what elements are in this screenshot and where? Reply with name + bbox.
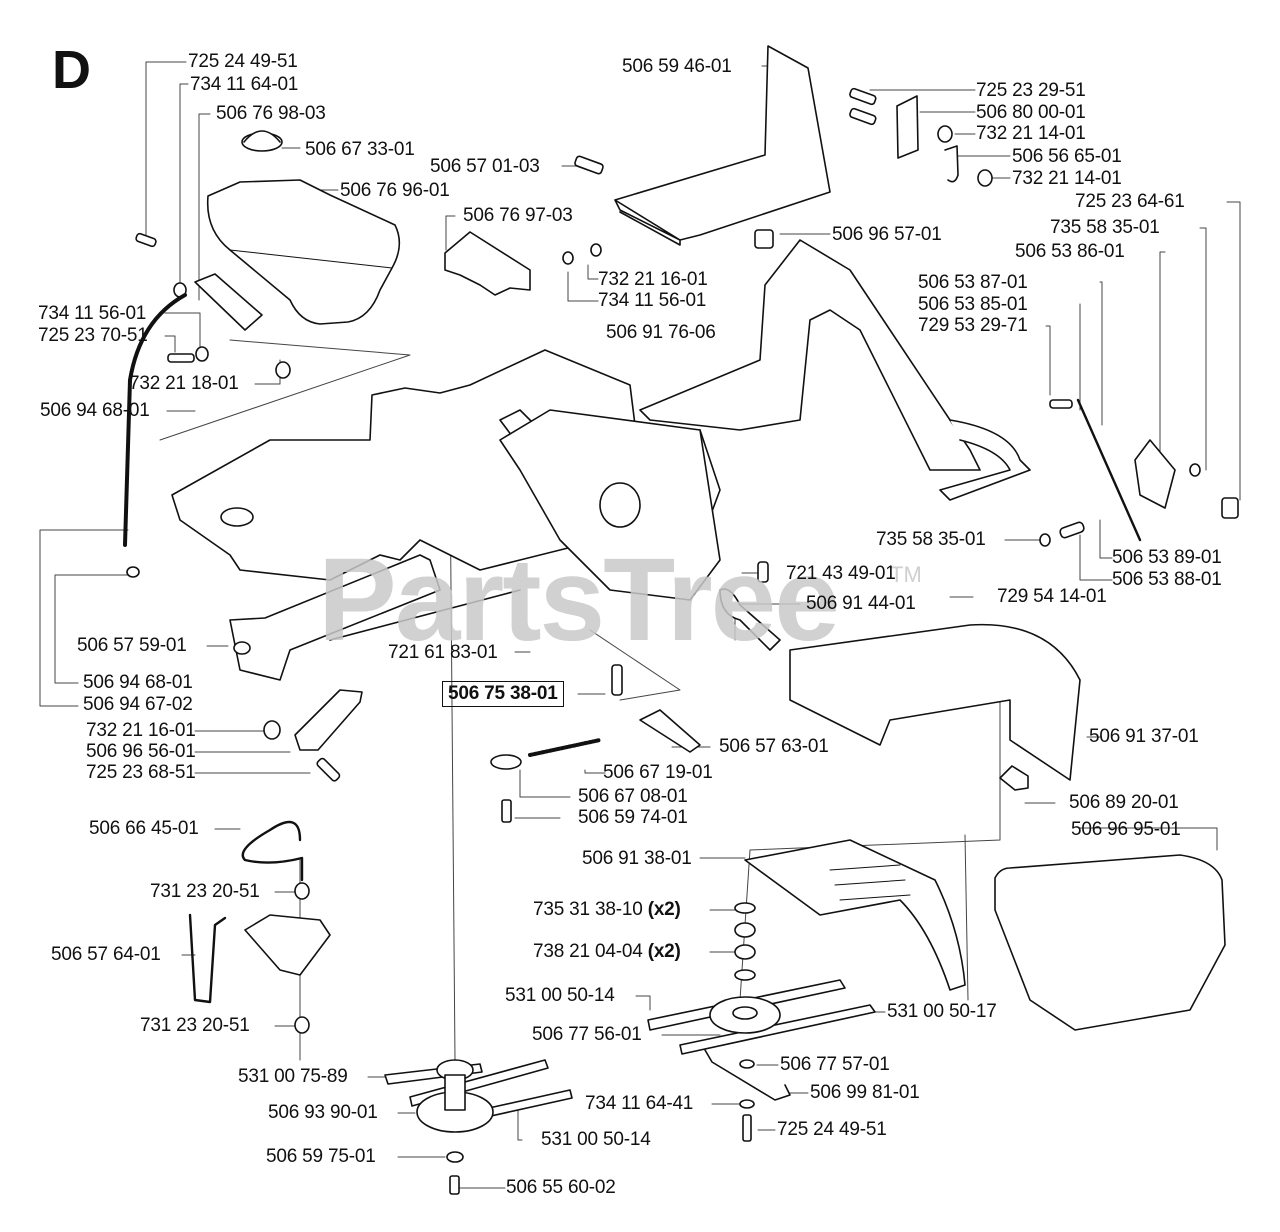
- part-label[interactable]: 506 53 86-01: [1015, 241, 1125, 262]
- grass-deflector-drawing: [744, 839, 966, 991]
- part-label[interactable]: 506 80 00-01: [976, 102, 1086, 123]
- part-label[interactable]: 732 21 16-01: [598, 269, 708, 290]
- part-label[interactable]: 734 11 64-41: [585, 1093, 694, 1114]
- part-label[interactable]: 506 96 95-01: [1071, 819, 1181, 840]
- tank-bracket-hardware: [135, 232, 291, 379]
- part-label[interactable]: 531 00 50-14: [541, 1129, 651, 1150]
- part-label[interactable]: 506 93 90-01: [268, 1102, 378, 1123]
- part-number: 738 21 04-04: [533, 941, 643, 962]
- part-label[interactable]: 506 91 37-01: [1089, 726, 1199, 747]
- part-label-highlighted[interactable]: 506 75 38-01: [442, 681, 564, 707]
- part-label[interactable]: 506 91 44-01: [806, 593, 916, 614]
- fuel-tank-drawing: [206, 130, 401, 325]
- part-label[interactable]: 506 77 56-01: [532, 1024, 642, 1045]
- part-label[interactable]: 506 53 85-01: [918, 294, 1028, 315]
- quantity: (x2): [647, 899, 681, 920]
- right-linkage: [1039, 398, 1239, 547]
- part-label[interactable]: 506 57 64-01: [51, 944, 161, 965]
- right-blade-pulley: [647, 979, 876, 1142]
- part-label[interactable]: 506 53 89-01: [1112, 547, 1222, 568]
- part-label[interactable]: 506 53 87-01: [918, 272, 1028, 293]
- top-right-bracket: [849, 87, 993, 187]
- steering-column-drawing: [639, 239, 981, 471]
- part-label[interactable]: 725 23 64-61: [1075, 191, 1185, 212]
- part-label[interactable]: 506 77 57-01: [780, 1054, 890, 1075]
- part-label[interactable]: 506 76 96-01: [340, 180, 450, 201]
- part-label[interactable]: 506 66 45-01: [89, 818, 199, 839]
- part-label[interactable]: 732 21 18-01: [129, 373, 239, 394]
- part-label[interactable]: 732 21 14-01: [976, 123, 1086, 144]
- part-label[interactable]: 506 96 57-01: [832, 224, 942, 245]
- part-label[interactable]: 531 00 50-17: [887, 1001, 997, 1022]
- fuel-hose-drawing: [123, 293, 187, 547]
- bracket-drawing: [444, 231, 531, 296]
- cutter-arm-drawing: [229, 554, 441, 681]
- bearing-stack: [734, 902, 756, 981]
- part-label[interactable]: 734 11 56-01: [598, 290, 707, 311]
- part-label[interactable]: 729 54 14-01: [997, 586, 1107, 607]
- part-label[interactable]: 735 58 35-01: [876, 529, 986, 550]
- part-label[interactable]: 506 99 81-01: [810, 1082, 920, 1103]
- spring-linkage: [490, 664, 701, 823]
- part-label[interactable]: 506 55 60-02: [506, 1177, 616, 1198]
- part-label[interactable]: 735 58 35-01: [1050, 217, 1160, 238]
- part-label[interactable]: 506 94 67-02: [83, 694, 193, 715]
- part-label[interactable]: 506 57 59-01: [77, 635, 187, 656]
- left-blade-pulley: [384, 1059, 573, 1195]
- blade-cover-drawing: [994, 854, 1226, 1031]
- watermark-trademark: TM: [890, 562, 922, 587]
- part-label[interactable]: 506 53 88-01: [1112, 569, 1222, 590]
- part-label[interactable]: 506 57 01-03: [430, 156, 540, 177]
- part-label[interactable]: 506 96 56-01: [86, 741, 196, 762]
- part-label[interactable]: 506 91 76-06: [606, 322, 716, 343]
- section-letter: D: [52, 40, 91, 100]
- part-label[interactable]: 506 91 38-01: [582, 848, 692, 869]
- part-label[interactable]: 731 23 20-51: [140, 1015, 250, 1036]
- seat-pan-drawing: [614, 45, 831, 246]
- part-label-with-qty[interactable]: 738 21 04-04 (x2): [533, 942, 681, 962]
- part-label[interactable]: 721 43 49-01: [786, 563, 896, 584]
- part-label[interactable]: 531 00 75-89: [238, 1066, 348, 1087]
- part-label[interactable]: 506 94 68-01: [40, 400, 150, 421]
- part-label[interactable]: 506 59 74-01: [578, 807, 688, 828]
- part-label[interactable]: 506 76 97-03: [463, 205, 573, 226]
- part-label[interactable]: 506 67 08-01: [578, 786, 688, 807]
- part-label[interactable]: 506 67 33-01: [305, 139, 415, 160]
- part-label[interactable]: 531 00 50-14: [505, 985, 615, 1006]
- part-label[interactable]: 732 21 14-01: [1012, 168, 1122, 189]
- part-label[interactable]: 734 11 56-01: [38, 303, 147, 324]
- part-label[interactable]: 506 76 98-03: [216, 103, 326, 124]
- part-label[interactable]: 734 11 64-01: [190, 74, 299, 95]
- part-label[interactable]: 732 21 16-01: [86, 720, 196, 741]
- part-label[interactable]: 506 57 63-01: [719, 736, 829, 757]
- part-label[interactable]: 506 67 19-01: [603, 762, 713, 783]
- watermark: PartsTree: [318, 534, 840, 666]
- part-label[interactable]: 506 59 46-01: [622, 56, 732, 77]
- part-label[interactable]: 506 94 68-01: [83, 672, 193, 693]
- part-label[interactable]: 729 53 29-71: [918, 315, 1028, 336]
- part-label[interactable]: 506 56 65-01: [1012, 146, 1122, 167]
- guard-drawing: [789, 623, 1081, 781]
- lower-left-hardware: [188, 689, 363, 1034]
- part-label[interactable]: 725 23 29-51: [976, 80, 1086, 101]
- part-label-with-qty[interactable]: 735 31 38-10 (x2): [533, 900, 681, 920]
- part-label[interactable]: 725 24 49-51: [188, 51, 298, 72]
- part-label[interactable]: 506 59 75-01: [266, 1146, 376, 1167]
- part-label[interactable]: 725 23 68-51: [86, 762, 196, 783]
- part-label[interactable]: 725 23 70-51: [38, 325, 148, 346]
- part-label[interactable]: 731 23 20-51: [150, 881, 260, 902]
- part-label[interactable]: 725 24 49-51: [777, 1119, 887, 1140]
- part-number: 735 31 38-10: [533, 899, 643, 920]
- quantity: (x2): [647, 941, 681, 962]
- part-label[interactable]: 506 89 20-01: [1069, 792, 1179, 813]
- part-label[interactable]: 721 61 83-01: [388, 642, 498, 663]
